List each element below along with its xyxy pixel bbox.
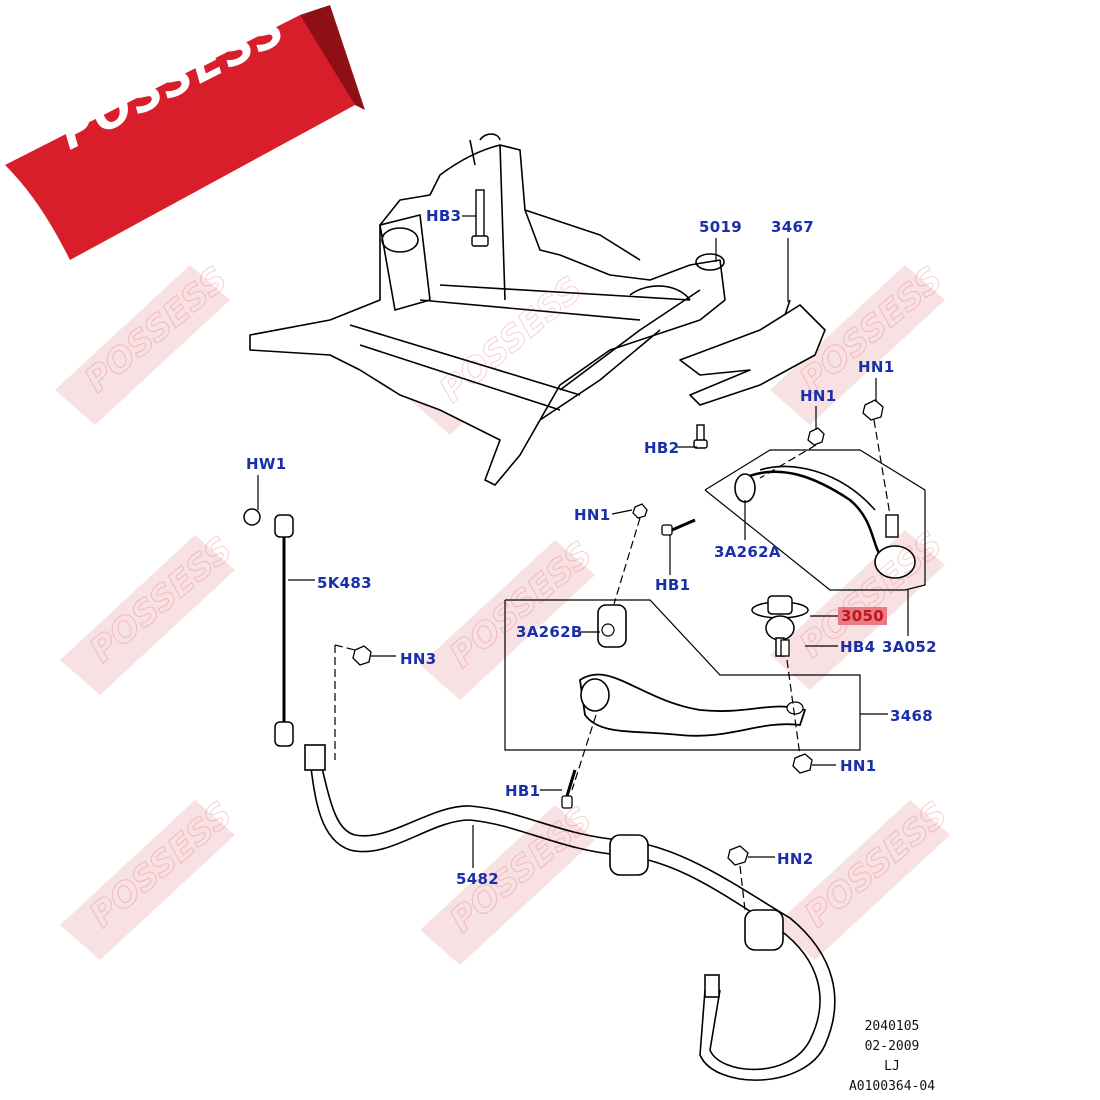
label-3A052: 3A052 [882, 638, 937, 656]
lower-arm-3468 [504, 599, 861, 751]
label-5019: 5019 [699, 218, 742, 236]
ref-line-4: A0100364-04 [848, 1079, 936, 1094]
brand-banner [5, 5, 365, 260]
label-3467: 3467 [771, 218, 814, 236]
label-3A262A: 3A262A [714, 543, 781, 561]
label-5482: 5482 [456, 870, 499, 888]
label-HW1: HW1 [246, 455, 287, 473]
ref-line-1: 2040105 [864, 1019, 920, 1034]
diagram-reference: 2040105 02-2009 LJ A0100364-04 [822, 1017, 962, 1097]
bolt-hb3 [471, 189, 489, 247]
bolt-hb2 [693, 424, 708, 449]
label-HN1-a: HN1 [858, 358, 895, 376]
label-HN1-b: HN1 [800, 387, 837, 405]
ref-line-2: 02-2009 [864, 1039, 920, 1054]
fasteners [352, 399, 884, 866]
label-3A262B: 3A262B [516, 623, 583, 641]
stabilizer-bar-5482 [304, 744, 836, 1081]
label-HB4: HB4 [840, 638, 876, 656]
stabilizer-link-5K483 [243, 508, 294, 747]
leader-lines [257, 215, 909, 911]
label-3050: 3050 [838, 607, 887, 625]
label-HN1-c: HN1 [574, 506, 611, 524]
subframe-5019 [249, 133, 726, 486]
bracket-3467 [679, 299, 826, 406]
label-HB1-b: HB1 [505, 782, 541, 800]
label-HN2: HN2 [777, 850, 814, 868]
label-5K483: 5K483 [317, 574, 372, 592]
label-HB1-a: HB1 [655, 576, 691, 594]
upper-arm-3A052 [704, 449, 926, 591]
ref-line-3: LJ [884, 1059, 900, 1074]
label-3468: 3468 [890, 707, 933, 725]
label-HN1-d: HN1 [840, 757, 877, 775]
label-HN3: HN3 [400, 650, 437, 668]
label-HB2: HB2 [644, 439, 680, 457]
ball-joint-3050 [751, 595, 809, 657]
label-HB3: HB3 [426, 207, 462, 225]
